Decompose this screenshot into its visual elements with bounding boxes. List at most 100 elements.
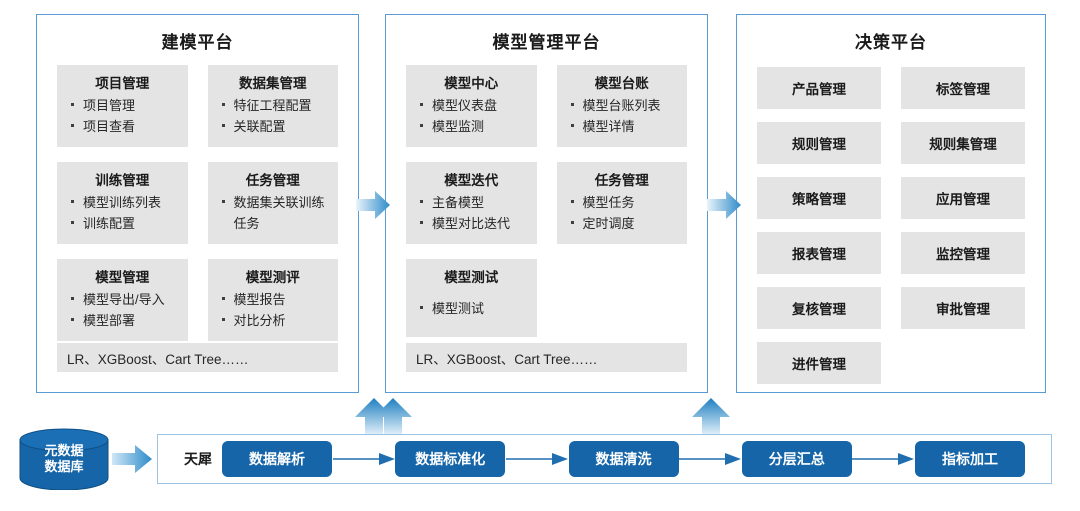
card-title: 项目管理 <box>95 76 150 91</box>
list-item[interactable]: 模型部署 <box>69 310 180 331</box>
data-processing-pipeline: 天犀 数据解析 数据标准化 数据清洗 分层汇总 指标加工 <box>157 434 1052 484</box>
tile-row: 产品管理 标签管理 <box>757 67 1025 109</box>
pipeline-stage-data-parsing[interactable]: 数据解析 <box>222 441 332 477</box>
list-item[interactable]: 数据集关联训练任务 <box>220 192 331 235</box>
card-title: 模型迭代 <box>444 172 499 188</box>
pipeline-connector <box>332 453 395 465</box>
pipeline-connector <box>679 453 742 465</box>
list-item[interactable]: 模型详情 <box>569 116 680 137</box>
card-model-iteration[interactable]: 模型迭代 主备模型 模型对比迭代 <box>406 161 537 244</box>
card-item-list: 模型仪表盘 模型监测 <box>406 95 537 138</box>
list-item[interactable]: 模型仪表盘 <box>418 95 529 116</box>
tile-placeholder <box>901 342 1025 384</box>
pipeline-source-label: 天犀 <box>184 451 212 467</box>
card-placeholder <box>557 259 688 337</box>
card-item-list: 项目管理 项目查看 <box>57 95 188 138</box>
card-model-management[interactable]: 模型管理 模型导出/导入 模型部署 <box>57 258 188 341</box>
card-title: 任务管理 <box>594 172 649 188</box>
list-item[interactable]: 项目管理 <box>69 95 180 116</box>
tile-review-management[interactable]: 复核管理 <box>757 287 881 329</box>
pipeline-stage-layered-aggregation[interactable]: 分层汇总 <box>741 441 852 477</box>
card-title: 模型测试 <box>444 269 499 285</box>
card-task-management[interactable]: 任务管理 模型任务 定时调度 <box>556 161 688 244</box>
list-item[interactable]: 模型台账列表 <box>569 95 680 116</box>
arrow-right-icon-modeling-to-model-mgmt <box>356 190 390 220</box>
card-model-ledger[interactable]: 模型台账 模型台账列表 模型详情 <box>556 65 688 147</box>
tile-entry-management[interactable]: 进件管理 <box>757 342 881 384</box>
card-item-list: 模型台账列表 模型详情 <box>557 95 688 138</box>
algorithm-bar-model-mgmt: LR、XGBoost、Cart Tree…… <box>406 343 687 372</box>
tile-approval-management[interactable]: 审批管理 <box>901 287 1025 329</box>
list-item[interactable]: 项目查看 <box>69 116 180 137</box>
panel-modeling-platform: 建模平台 项目管理 项目管理 项目查看 数据集管理 特征工程配置 关联配置 <box>36 14 359 393</box>
card-title: 训练管理 <box>95 172 150 188</box>
panel-modeling-title: 建模平台 <box>161 33 234 52</box>
panel-model-management-platform: 模型管理平台 模型中心 模型仪表盘 模型监测 模型台账 模型台账列表 模型详情 <box>385 14 708 393</box>
panel-model-mgmt-title: 模型管理平台 <box>492 33 601 52</box>
list-item[interactable]: 模型任务 <box>569 192 680 213</box>
list-item[interactable]: 模型测试 <box>418 298 529 319</box>
pipeline-stage-data-cleaning[interactable]: 数据清洗 <box>568 441 679 477</box>
card-row: 项目管理 项目管理 项目查看 数据集管理 特征工程配置 关联配置 <box>57 65 338 147</box>
list-item[interactable]: 主备模型 <box>418 192 529 213</box>
card-task-management[interactable]: 任务管理 数据集关联训练任务 <box>207 161 339 244</box>
arrow-up-icon-to-decision-platform <box>692 398 730 436</box>
card-item-list: 模型报告 对比分析 <box>208 289 339 332</box>
panel-decision-tile-grid: 产品管理 标签管理 规则管理 规则集管理 策略管理 应用管理 报表管理 监控管理… <box>757 67 1025 399</box>
list-item[interactable]: 对比分析 <box>220 310 331 331</box>
card-item-list: 主备模型 模型对比迭代 <box>406 192 537 235</box>
card-item-list: 模型任务 定时调度 <box>557 192 688 235</box>
card-row: 模型测试 模型测试 <box>406 258 688 338</box>
list-item[interactable]: 模型训练列表 <box>69 192 180 213</box>
pipeline-stage-metric-processing[interactable]: 指标加工 <box>915 441 1025 477</box>
card-row: 模型迭代 主备模型 模型对比迭代 任务管理 模型任务 定时调度 <box>406 161 688 244</box>
tile-rule-management[interactable]: 规则管理 <box>757 122 881 164</box>
tile-monitoring-management[interactable]: 监控管理 <box>901 232 1025 274</box>
arrow-right-icon-database-to-pipeline <box>112 444 152 474</box>
list-item[interactable]: 定时调度 <box>569 213 680 234</box>
arrow-up-icon-to-model-management-platform <box>374 398 412 436</box>
card-title: 模型中心 <box>444 76 499 91</box>
list-item[interactable]: 模型导出/导入 <box>69 289 180 310</box>
tile-label-management[interactable]: 标签管理 <box>901 67 1025 109</box>
tile-application-management[interactable]: 应用管理 <box>901 177 1025 219</box>
algorithm-bar-modeling: LR、XGBoost、Cart Tree…… <box>57 343 338 372</box>
list-item[interactable]: 关联配置 <box>220 116 331 137</box>
card-model-evaluation[interactable]: 模型测评 模型报告 对比分析 <box>207 258 339 341</box>
card-model-test[interactable]: 模型测试 模型测试 <box>406 258 537 338</box>
list-item[interactable]: 特征工程配置 <box>220 95 331 116</box>
card-project-management[interactable]: 项目管理 项目管理 项目查看 <box>57 65 188 147</box>
tile-strategy-management[interactable]: 策略管理 <box>757 177 881 219</box>
metadata-database-cylinder: 元数据 数据库 <box>18 428 110 491</box>
tile-row: 策略管理 应用管理 <box>757 177 1025 219</box>
panel-decision-title: 决策平台 <box>855 33 927 52</box>
card-item-list: 模型测试 <box>406 298 537 319</box>
list-item[interactable]: 模型监测 <box>418 116 529 137</box>
card-dataset-management[interactable]: 数据集管理 特征工程配置 关联配置 <box>207 65 338 147</box>
card-title: 模型管理 <box>95 269 150 285</box>
card-title: 模型测评 <box>245 269 300 285</box>
list-item[interactable]: 模型对比迭代 <box>418 213 529 234</box>
pipeline-stage-data-standardization[interactable]: 数据标准化 <box>395 441 506 477</box>
tile-row: 规则管理 规则集管理 <box>757 122 1025 164</box>
card-row: 模型中心 模型仪表盘 模型监测 模型台账 模型台账列表 模型详情 <box>406 65 687 147</box>
card-title: 模型台账 <box>594 76 649 91</box>
tile-ruleset-management[interactable]: 规则集管理 <box>901 122 1025 164</box>
tile-row: 复核管理 审批管理 <box>757 287 1025 329</box>
arrow-right-icon-model-mgmt-to-decision <box>707 190 741 220</box>
pipeline-connector <box>852 453 915 465</box>
card-item-list: 数据集关联训练任务 <box>208 192 339 235</box>
tile-product-management[interactable]: 产品管理 <box>757 67 881 109</box>
tile-report-management[interactable]: 报表管理 <box>757 232 881 274</box>
card-item-list: 模型训练列表 训练配置 <box>57 192 188 235</box>
list-item[interactable]: 模型报告 <box>220 289 331 310</box>
card-title: 任务管理 <box>245 172 300 188</box>
card-model-center[interactable]: 模型中心 模型仪表盘 模型监测 <box>406 65 537 147</box>
panel-modeling-card-grid: 项目管理 项目管理 项目查看 数据集管理 特征工程配置 关联配置 训练管理 <box>57 65 338 356</box>
card-training-management[interactable]: 训练管理 模型训练列表 训练配置 <box>57 161 188 244</box>
card-title: 数据集管理 <box>239 76 307 91</box>
panel-model-mgmt-card-grid: 模型中心 模型仪表盘 模型监测 模型台账 模型台账列表 模型详情 模型迭代 <box>406 65 687 352</box>
list-item[interactable]: 训练配置 <box>69 213 180 234</box>
card-row: 训练管理 模型训练列表 训练配置 任务管理 数据集关联训练任务 <box>57 161 339 244</box>
